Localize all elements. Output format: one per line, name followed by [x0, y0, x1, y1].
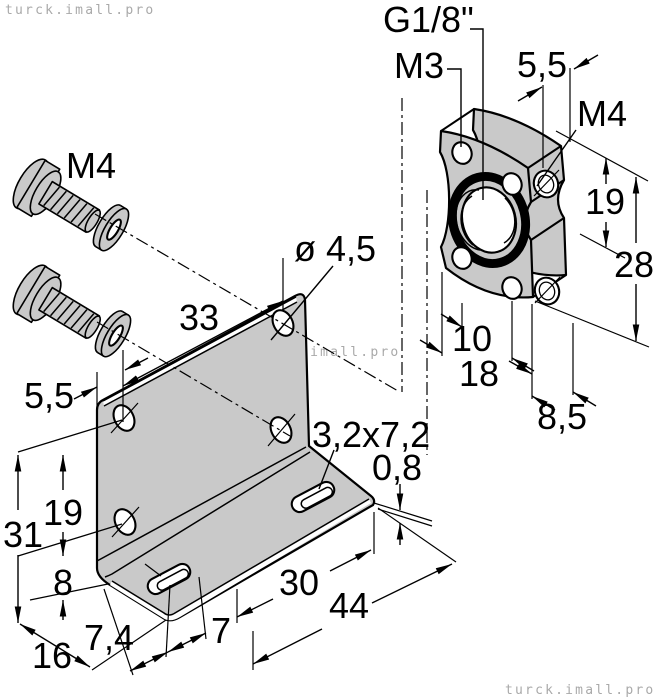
- label-base-length: 44: [329, 585, 369, 626]
- m4-side-hole-bottom-thread: [538, 281, 556, 301]
- dim-33: [122, 300, 284, 387]
- label-base-front-offset: 7,4: [84, 617, 134, 658]
- label-corner-hole-thread: M3: [394, 45, 444, 86]
- dim-30: [236, 598, 274, 618]
- l-bracket: [95, 293, 376, 622]
- label-slot-span: 30: [279, 562, 319, 603]
- port-thread-arc: [503, 197, 516, 244]
- bracket-silhouette: [95, 293, 376, 622]
- bracket-fold-line-upper: [96, 446, 307, 562]
- dim-10: [440, 313, 463, 328]
- leader-m4-side: [536, 129, 577, 187]
- label-flange-depth: 8,5: [537, 396, 587, 437]
- watermark-bottom-right: turck.imall.pro: [505, 683, 655, 698]
- label-side-hole-thread: M4: [577, 93, 627, 134]
- label-side-hole-spacing: 19: [585, 181, 625, 222]
- label-base-depth: 16: [32, 635, 72, 676]
- leader-slot-size: [318, 449, 335, 490]
- dim-5-5-top: [517, 86, 543, 102]
- label-bracket-hole-vspacing: 19: [43, 492, 83, 533]
- label-slot-size: 3,2x7,2: [312, 414, 430, 455]
- washer-top: [92, 204, 130, 252]
- label-bracket-height: 31: [3, 514, 43, 555]
- dim-7-4: [129, 651, 169, 672]
- label-port-thread: G1/8": [383, 0, 474, 40]
- base-slot-left: [146, 562, 192, 596]
- m4-screw-bottom: [12, 264, 102, 340]
- label-bracket-foot-offset: 8: [53, 562, 73, 603]
- dim-18: [419, 339, 443, 354]
- hole-axis-tick: [267, 413, 296, 447]
- o-ring: [447, 171, 531, 269]
- leader-g18-port: [470, 28, 484, 200]
- watermark-top-left: turck.imall.pro: [5, 3, 155, 18]
- slot-axis-tick: [144, 563, 162, 577]
- label-bracket-hole-diameter: ø 4,5: [294, 228, 376, 269]
- label-bracket-edge-offset: 5,5: [24, 375, 74, 416]
- leader-hole-diameter: [270, 265, 334, 341]
- label-flange-bottom-outer-span: 18: [459, 353, 499, 394]
- port-thread-arc: [460, 195, 474, 246]
- label-bracket-hole-span: 33: [179, 297, 219, 338]
- label-sheet-thickness: 0,8: [372, 447, 422, 488]
- m4-screw-top: [12, 158, 102, 234]
- dim-5-5-left: [73, 386, 98, 400]
- label-flange-bottom-inner-span: 10: [452, 318, 492, 359]
- extension-lines: [17, 68, 650, 676]
- label-lug-width: 5,5: [517, 44, 567, 85]
- screw-axis-bottom: [96, 321, 291, 437]
- dim-16: [19, 623, 91, 668]
- bracket-fold-line-lower: [104, 451, 311, 578]
- dim-7: [167, 632, 207, 653]
- port-thread-arc: [455, 189, 481, 251]
- m3-hole-top-left: [451, 141, 473, 165]
- leader-lines: [270, 28, 577, 490]
- hole-axis-tick: [111, 506, 140, 538]
- m3-hole-bottom-right: [501, 276, 523, 300]
- leader-m3: [447, 68, 462, 147]
- m4-side-hole-top-thread: [537, 174, 555, 194]
- dimension-lines: [14, 54, 640, 672]
- label-slot-inset: 7: [211, 610, 231, 651]
- flange-block: [438, 107, 568, 306]
- hole-axis-tick: [110, 402, 139, 434]
- m3-hole-top-right: [501, 172, 523, 196]
- base-slot-right: [290, 480, 336, 514]
- dim-8-5: [508, 360, 533, 375]
- label-flange-width: 28: [614, 244, 654, 285]
- dim-44: [252, 628, 323, 665]
- dimension-labels: M4 G1/8" M3 5,5 M4 19 28 ø 4,5 33 10 18 …: [3, 0, 654, 676]
- label-screw-thread: M4: [66, 145, 116, 186]
- m3-hole-bottom-left: [451, 246, 473, 270]
